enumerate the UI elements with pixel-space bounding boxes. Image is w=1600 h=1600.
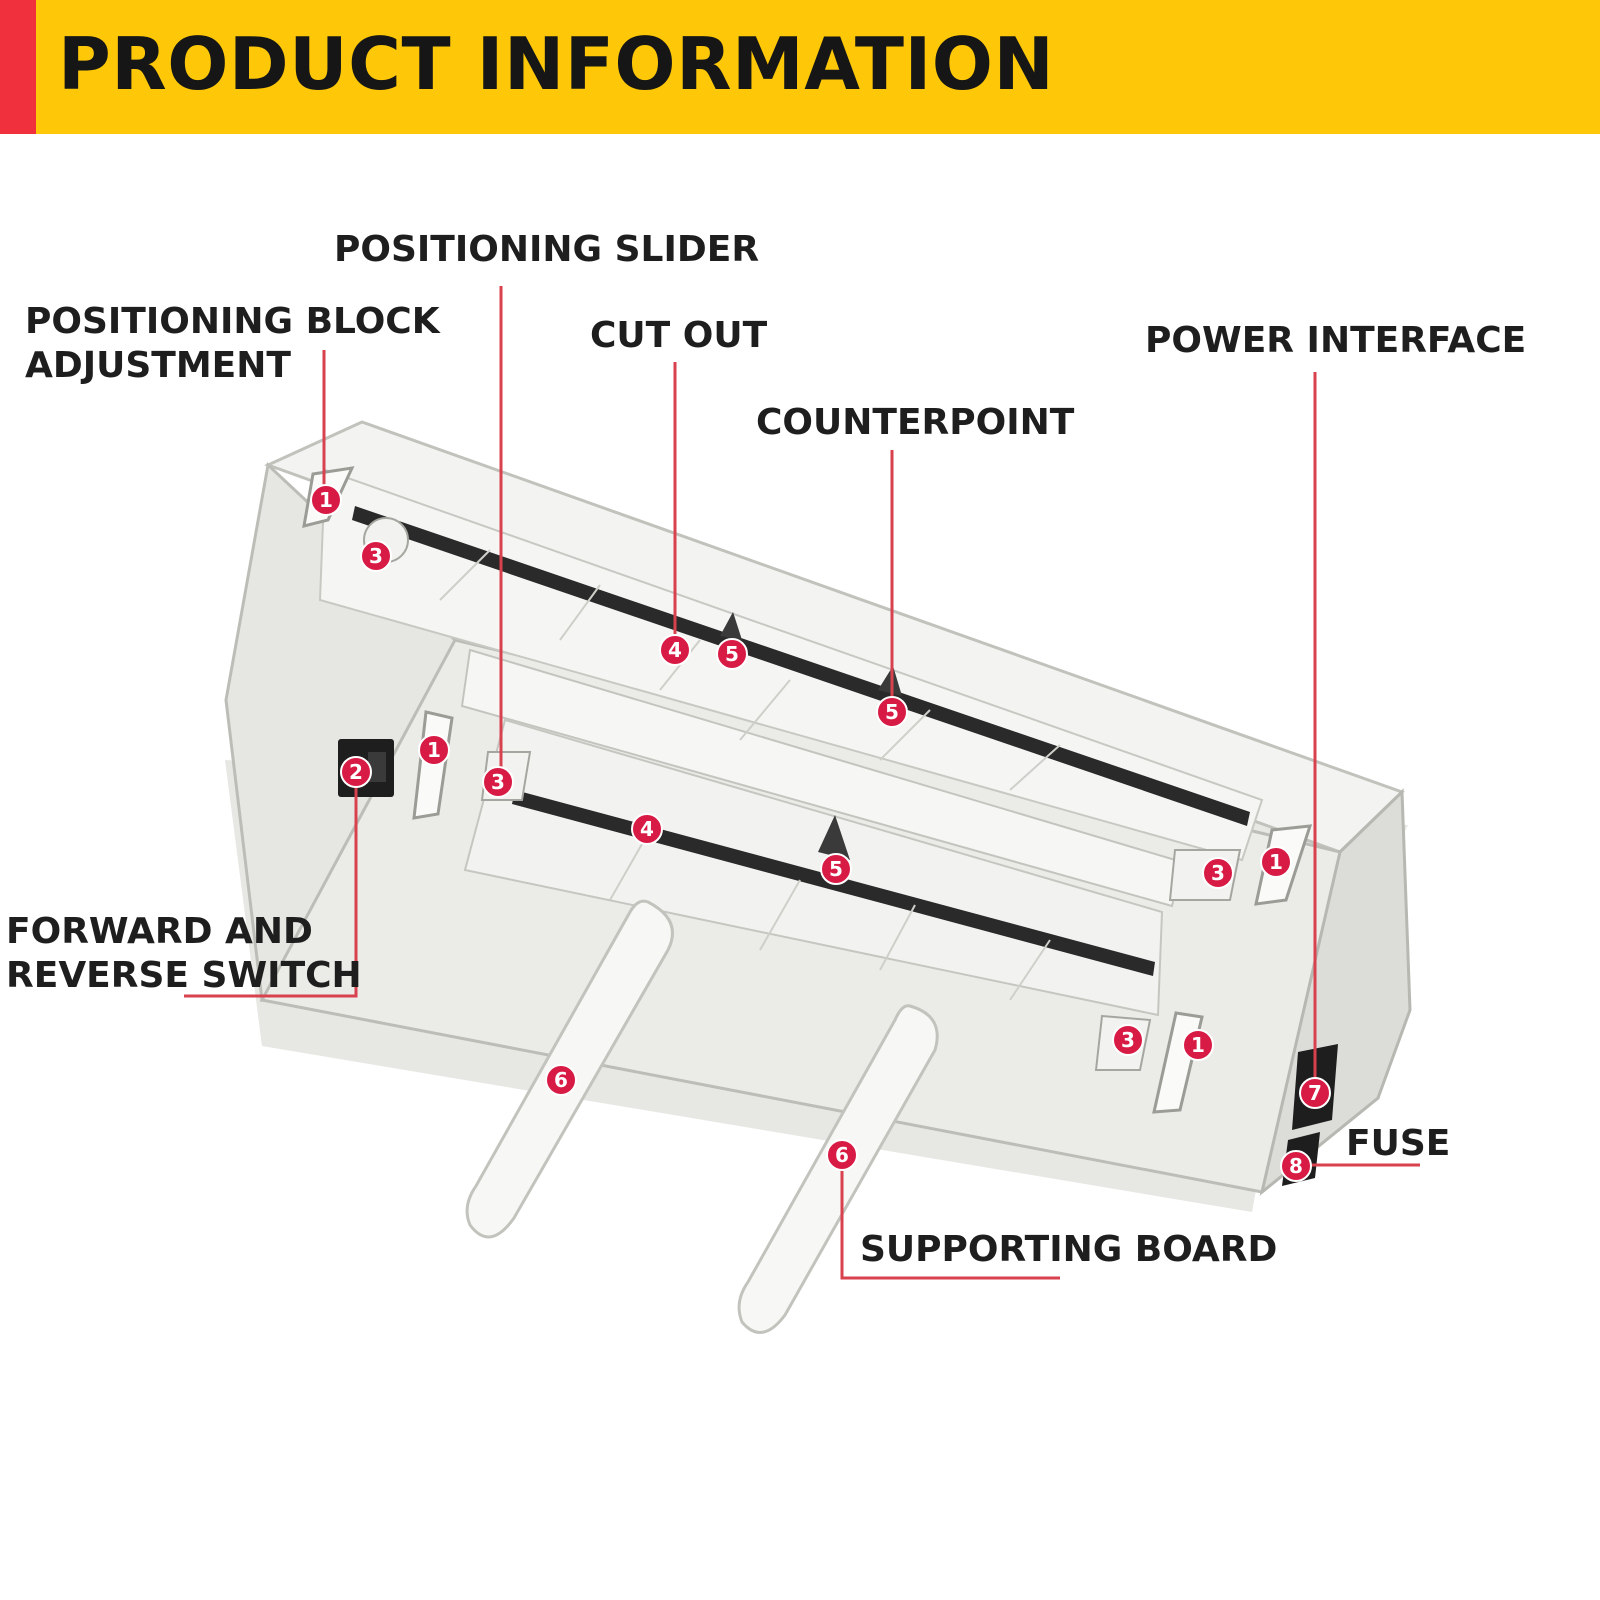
power-switch-rocker <box>368 752 386 782</box>
marker-positioning-block: 1 <box>418 734 450 766</box>
label-switch-line1: FORWARD AND <box>6 911 313 952</box>
leader-switch <box>184 776 358 998</box>
counterpoint-notch-upper-left <box>720 612 742 640</box>
marker-positioning-slider: 3 <box>1202 857 1234 889</box>
counterpoint-notch-lower <box>818 815 850 860</box>
marker-number: 8 <box>1289 1154 1303 1178</box>
marker-cut-out: 4 <box>659 634 691 666</box>
label-positioning-slider: POSITIONING SLIDER <box>334 229 760 270</box>
marker-positioning-block: 1 <box>1182 1029 1214 1061</box>
marker-supporting-board: 6 <box>826 1139 858 1171</box>
marker-number: 5 <box>885 700 899 724</box>
marker-number: 6 <box>835 1143 849 1167</box>
marker-counterpoint: 5 <box>876 696 908 728</box>
marker-counterpoint: 5 <box>820 853 852 885</box>
marker-number: 3 <box>491 770 505 794</box>
middle-cover <box>460 648 1184 908</box>
marker-cut-out: 4 <box>631 813 663 845</box>
marker-positioning-block: 1 <box>310 484 342 516</box>
marker-number: 3 <box>1121 1028 1135 1052</box>
marker-number: 3 <box>1211 861 1225 885</box>
marker-number: 3 <box>369 544 383 568</box>
label-cut-out: CUT OUT <box>590 315 768 356</box>
label-counterpoint: COUNTERPOINT <box>756 402 1075 443</box>
leader-supporting-board <box>840 1156 1060 1280</box>
leader-lines <box>184 286 1420 1280</box>
header-accent-bar <box>0 0 36 134</box>
marker-number: 2 <box>349 760 363 784</box>
marker-fuse: 8 <box>1280 1150 1312 1182</box>
marker-number: 4 <box>668 638 682 662</box>
counterpoint-notch-upper-right <box>878 666 902 696</box>
page-title: PRODUCT INFORMATION <box>58 22 1055 106</box>
upper-cutting-slot <box>352 506 1250 826</box>
marker-switch: 2 <box>340 756 372 788</box>
label-fuse: FUSE <box>1346 1123 1451 1164</box>
marker-number: 1 <box>1269 850 1283 874</box>
marker-positioning-block: 1 <box>1260 846 1292 878</box>
label-power-interface: POWER INTERFACE <box>1145 320 1527 361</box>
marker-number: 7 <box>1308 1081 1322 1105</box>
label-positioning-block-line1: POSITIONING BLOCK <box>25 301 440 342</box>
marker-counterpoint: 5 <box>716 638 748 670</box>
marker-number: 6 <box>554 1068 568 1092</box>
label-switch-line2: REVERSE SWITCH <box>6 955 362 996</box>
card-cutter-machine <box>224 420 1412 1334</box>
marker-number: 4 <box>640 817 654 841</box>
marker-number: 5 <box>725 642 739 666</box>
marker-power-interface: 7 <box>1299 1077 1331 1109</box>
marker-positioning-slider: 3 <box>360 540 392 572</box>
marker-positioning-slider: 3 <box>482 766 514 798</box>
marker-number: 1 <box>319 488 333 512</box>
lower-bed <box>463 718 1164 1017</box>
label-supporting-board: SUPPORTING BOARD <box>860 1229 1278 1270</box>
marker-number: 5 <box>829 857 843 881</box>
marker-supporting-board: 6 <box>545 1064 577 1096</box>
marker-number: 1 <box>1191 1033 1205 1057</box>
label-positioning-block-line2: ADJUSTMENT <box>25 345 291 386</box>
marker-number: 1 <box>427 738 441 762</box>
marker-positioning-slider: 3 <box>1112 1024 1144 1056</box>
numbered-markers: 1 3 1 2 3 4 5 5 4 5 3 1 3 1 6 6 7 8 <box>310 484 1331 1182</box>
header-banner: PRODUCT INFORMATION <box>0 0 1600 134</box>
